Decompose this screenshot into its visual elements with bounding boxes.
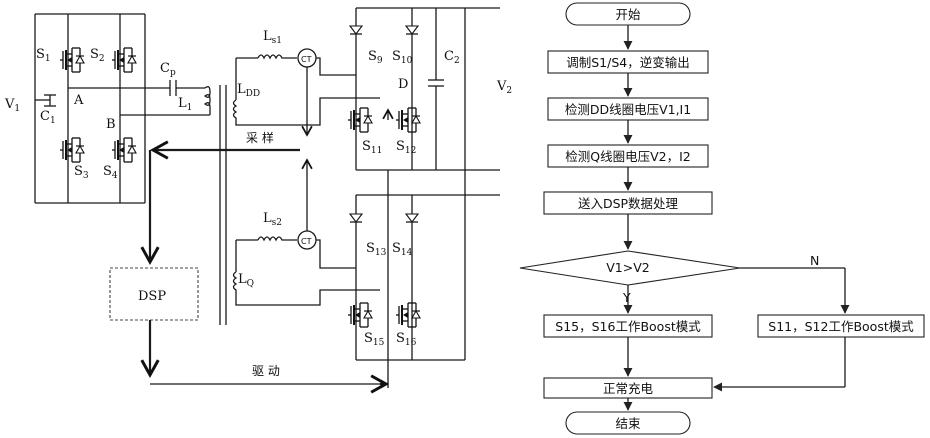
s14-sub: 14 bbox=[401, 248, 413, 258]
svg-text:S3: S3 bbox=[74, 164, 89, 181]
svg-text:V2: V2 bbox=[496, 79, 512, 96]
v2-sub: 2 bbox=[506, 86, 512, 96]
ct1-label: CT bbox=[301, 55, 312, 64]
c1-sub: 1 bbox=[50, 116, 56, 126]
no-label: N bbox=[810, 253, 819, 268]
yes-box-label: S15，S16工作Boost模式 bbox=[555, 319, 701, 334]
svg-text:C1: C1 bbox=[40, 109, 56, 126]
s15-sub: 15 bbox=[373, 338, 385, 348]
s15-label: S bbox=[364, 331, 373, 346]
svg-text:S13: S13 bbox=[366, 241, 387, 258]
start-label: 开始 bbox=[615, 7, 641, 22]
svg-text:S9: S9 bbox=[368, 49, 383, 66]
s3-sub: 3 bbox=[83, 171, 89, 181]
ls1-sub: s1 bbox=[272, 36, 282, 46]
end-label: 结束 bbox=[615, 416, 641, 431]
s11-sub: 11 bbox=[371, 146, 382, 156]
s3-label: S bbox=[74, 164, 83, 179]
dd-coil-circuit: CT Ls1 LDD 采 样 S9 S10 D S11 S12 C2 V2 bbox=[232, 7, 512, 388]
s9-sub: 9 bbox=[377, 56, 383, 66]
merge-label: 正常充电 bbox=[603, 381, 654, 396]
s1-label: S bbox=[36, 47, 45, 62]
s16-label: S bbox=[396, 331, 405, 346]
svg-text:S10: S10 bbox=[392, 49, 413, 66]
node-d-label: D bbox=[398, 77, 408, 92]
no-box bbox=[757, 314, 925, 338]
s10-label: S bbox=[392, 49, 401, 64]
v2-label: V bbox=[496, 79, 507, 94]
lq-sub: Q bbox=[247, 279, 254, 289]
s2-label: S bbox=[90, 47, 99, 62]
step2-label: 检测DD线圈电压V1,I1 bbox=[565, 102, 691, 117]
s9-label: S bbox=[368, 49, 377, 64]
s12-label: S bbox=[396, 139, 405, 154]
svg-text:S12: S12 bbox=[396, 139, 416, 156]
svg-text:S1: S1 bbox=[36, 47, 51, 64]
dsp-label: DSP bbox=[138, 289, 166, 304]
q-coil-circuit: CT Ls2 LQ S13 S14 S15 S16 bbox=[232, 158, 500, 361]
s11-label: S bbox=[362, 139, 371, 154]
s10-sub: 10 bbox=[401, 56, 413, 66]
svg-text:C2: C2 bbox=[444, 49, 460, 66]
lq-label: L bbox=[238, 272, 247, 287]
ls2-label: L bbox=[263, 211, 272, 226]
s13-label: S bbox=[366, 241, 375, 256]
l1-sub: 1 bbox=[187, 103, 193, 113]
svg-text:L1: L1 bbox=[178, 96, 192, 113]
cp-label: C bbox=[160, 61, 170, 76]
drive-label: 驱 动 bbox=[252, 364, 280, 378]
step4-label: 送入DSP数据处理 bbox=[578, 196, 679, 211]
no-box-label: S11，S12工作Boost模式 bbox=[768, 319, 914, 334]
svg-text:Cp: Cp bbox=[160, 61, 176, 78]
svg-text:Ls2: Ls2 bbox=[263, 211, 282, 228]
svg-text:Ls1: Ls1 bbox=[263, 29, 282, 46]
c1-label: C bbox=[40, 109, 50, 124]
svg-text:S4: S4 bbox=[103, 164, 118, 181]
s4-sub: 4 bbox=[112, 171, 118, 181]
ldd-label: L bbox=[237, 82, 246, 97]
end-node bbox=[565, 411, 691, 435]
sampling-label: 采 样 bbox=[246, 130, 274, 145]
s14-label: S bbox=[392, 241, 401, 256]
step1-label: 调制S1/S4，逆变输出 bbox=[566, 55, 690, 70]
inverter-circuit: S1 S2 S3 S4 V1 C1 Cp L1 A B bbox=[4, 13, 211, 204]
c2-sub: 2 bbox=[454, 56, 460, 66]
svg-text:S16: S16 bbox=[396, 331, 417, 348]
svg-text:V1: V1 bbox=[4, 97, 20, 114]
s4-label: S bbox=[103, 164, 112, 179]
s13-sub: 13 bbox=[375, 248, 387, 258]
l1-label: L bbox=[178, 96, 187, 111]
flowchart: 开始 调制S1/S4，逆变输出 检测DD线圈电压V1,I1 检测Q线圈电压V2，… bbox=[519, 2, 925, 435]
yes-label: Y bbox=[622, 290, 631, 305]
svg-text:LDD: LDD bbox=[237, 82, 260, 99]
cp-sub: p bbox=[170, 68, 176, 78]
svg-text:S2: S2 bbox=[90, 47, 105, 64]
node-b-label: B bbox=[106, 117, 116, 132]
s16-sub: 16 bbox=[405, 338, 417, 348]
svg-text:S15: S15 bbox=[364, 331, 385, 348]
c2-label: C bbox=[444, 49, 454, 64]
step3-label: 检测Q线圈电压V2，I2 bbox=[565, 149, 690, 164]
s2-sub: 2 bbox=[99, 54, 105, 64]
ls2-sub: s2 bbox=[272, 218, 282, 228]
dsp-box bbox=[109, 267, 199, 321]
node-a-label: A bbox=[73, 93, 84, 108]
dsp-control: DSP 驱 动 bbox=[109, 140, 390, 394]
ldd-sub: DD bbox=[246, 89, 260, 99]
s12-sub: 12 bbox=[405, 146, 416, 156]
ct2-label: CT bbox=[301, 237, 312, 246]
svg-text:S11: S11 bbox=[362, 139, 382, 156]
v1-sub: 1 bbox=[14, 104, 20, 114]
svg-text:S14: S14 bbox=[392, 241, 413, 258]
decision-label: V1>V2 bbox=[606, 260, 649, 275]
svg-text:LQ: LQ bbox=[238, 272, 254, 289]
s1-sub: 1 bbox=[45, 54, 51, 64]
v1-label: V bbox=[4, 97, 15, 112]
ls1-label: L bbox=[263, 29, 272, 44]
